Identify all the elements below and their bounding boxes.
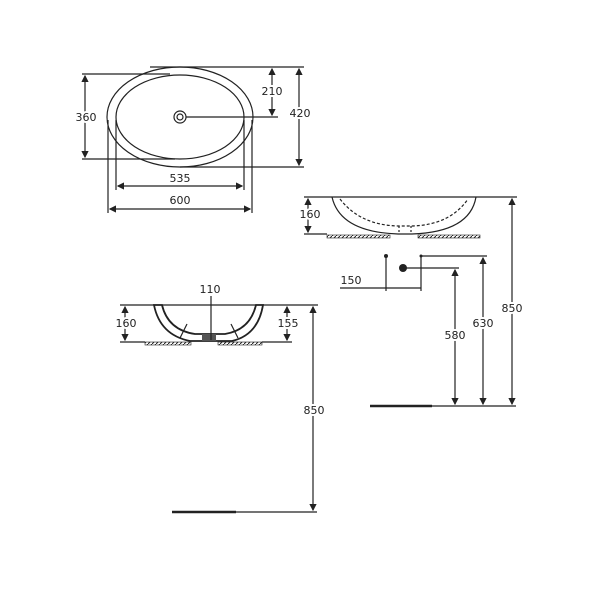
dim-160-side: 160 <box>116 317 137 330</box>
dim-850-front: 850 <box>502 302 523 315</box>
dim-155: 155 <box>278 317 299 330</box>
dim-850-side: 850 <box>304 404 325 417</box>
countertop-right-side <box>217 341 263 346</box>
dim-580: 580 <box>445 329 466 342</box>
countertop-left-side <box>144 341 192 346</box>
basin-profile-side <box>152 304 265 342</box>
basin-profile <box>331 196 477 235</box>
top-view: 360 210 420 535 600 <box>74 66 313 213</box>
dim-110: 110 <box>200 283 221 296</box>
side-view: 110 160 155 850 <box>114 283 327 514</box>
drain-icon <box>173 110 187 124</box>
dim-360: 360 <box>76 111 97 124</box>
dim-535: 535 <box>170 172 191 185</box>
countertop-left <box>326 234 391 239</box>
dim-420: 420 <box>290 107 311 120</box>
dim-630: 630 <box>473 317 494 330</box>
dim-600: 600 <box>170 194 191 207</box>
dim-150: 150 <box>341 274 362 287</box>
countertop-right <box>417 234 481 239</box>
dim-210: 210 <box>262 85 283 98</box>
dim-160-front: 160 <box>300 208 321 221</box>
front-view: 160 150 580 630 850 <box>298 196 525 408</box>
